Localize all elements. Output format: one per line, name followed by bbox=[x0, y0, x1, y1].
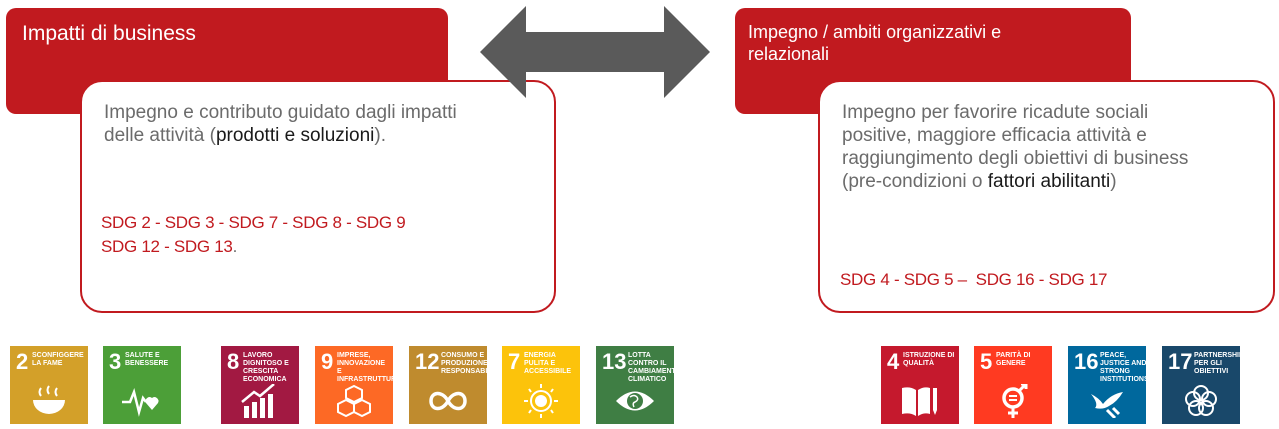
sdg-2-number: 2 bbox=[16, 349, 29, 374]
left-body-bold: prodotti e soluzioni bbox=[215, 125, 375, 146]
sdg-12-number: 12 bbox=[415, 349, 440, 374]
sdg-5-number: 5 bbox=[980, 349, 993, 374]
left-sdg-line-2-text: SDG 12 - SDG 13 bbox=[101, 237, 233, 256]
left-body-post: ). bbox=[374, 125, 386, 146]
bowl-icon bbox=[33, 385, 65, 414]
sdg-9-label: Imprese, innovazione e infrastrutture bbox=[337, 352, 393, 383]
left-body-pre: Impegno e contributo guidato dagli impat… bbox=[104, 102, 457, 146]
left-content-box bbox=[80, 80, 556, 313]
sdg-17-label: Partnership per gli obiettivi bbox=[1194, 352, 1240, 375]
right-body-text: Impegno per favorire ricadute sociali po… bbox=[842, 101, 1202, 193]
heartbeat-icon bbox=[122, 387, 159, 417]
sdg-13-number: 13 bbox=[602, 349, 627, 374]
interlocking-rings-icon bbox=[1185, 385, 1217, 416]
right-body-pre: Impegno per favorire ricadute sociali po… bbox=[842, 102, 1189, 192]
sdg-9-tile: 9 Imprese, innovazione e infrastrutture bbox=[315, 346, 393, 424]
sdg-8-label: Lavoro dignitoso e crescita economica bbox=[243, 352, 289, 383]
left-header-title: Impatti di business bbox=[22, 22, 196, 45]
double-arrow-icon bbox=[480, 6, 710, 98]
sdg-3-tile: 3 Salute e benessere bbox=[103, 346, 181, 424]
sdg-5-tile: 5 Parità di genere bbox=[974, 346, 1052, 424]
sdg-8-tile: 8 Lavoro dignitoso e crescita economica bbox=[221, 346, 299, 424]
sdg-13-label: Lotta contro il cambiamento climatico bbox=[628, 352, 674, 383]
sdg-2-tile: 2 Sconfiggere la fame bbox=[10, 346, 88, 424]
left-sdg-line-2-end: . bbox=[232, 237, 238, 256]
sdg-7-number: 7 bbox=[508, 349, 521, 374]
sdg-5-label: Parità di genere bbox=[996, 352, 1031, 367]
dove-gavel-icon bbox=[1091, 392, 1123, 418]
left-body-text: Impegno e contributo guidato dagli impat… bbox=[104, 101, 464, 147]
sdg-4-label: Istruzione di qualità bbox=[903, 352, 955, 367]
sdg-3-number: 3 bbox=[109, 349, 122, 374]
sdg-13-tile: 13 Lotta contro il cambiamento climatico bbox=[596, 346, 674, 424]
sdg-12-tile: 12 Consumo e produzione responsabili bbox=[409, 346, 487, 424]
sdg-16-number: 16 bbox=[1074, 349, 1099, 374]
right-content-box bbox=[818, 80, 1275, 313]
book-pencil-icon bbox=[902, 387, 937, 416]
sdg-4-number: 4 bbox=[887, 349, 900, 374]
sdg-4-tile: 4 Istruzione di qualità bbox=[881, 346, 959, 424]
sdg-17-tile: 17 Partnership per gli obiettivi bbox=[1162, 346, 1240, 424]
sdg-16-tile: 16 Peace, justice and strong institution… bbox=[1068, 346, 1146, 424]
sdg-7-tile: 7 Energia pulita e accessibile bbox=[502, 346, 580, 424]
sdg-16-label: Peace, justice and strong institutions bbox=[1100, 352, 1146, 383]
sun-icon bbox=[524, 384, 558, 418]
infinity-icon bbox=[429, 391, 467, 411]
right-sdg-line: SDG 4 - SDG 5 – SDG 16 - SDG 17 bbox=[840, 270, 1108, 289]
right-header-title: Impegno / ambiti organizzativi e relazio… bbox=[748, 22, 1002, 64]
sdg-17-number: 17 bbox=[1168, 349, 1193, 374]
sdg-9-number: 9 bbox=[321, 349, 334, 374]
sdg-7-label: Energia pulita e accessibile bbox=[524, 352, 572, 375]
growth-chart-icon bbox=[241, 384, 275, 418]
sdg-2-label: Sconfiggere la fame bbox=[32, 352, 84, 367]
sdg-8-number: 8 bbox=[227, 349, 240, 374]
right-body-post: ) bbox=[1110, 171, 1117, 192]
sdg-12-label: Consumo e produzione responsabili bbox=[441, 352, 487, 375]
sdg-3-label: Salute e benessere bbox=[125, 352, 169, 367]
right-body-bold: fattori abilitanti bbox=[987, 171, 1111, 192]
cubes-icon bbox=[337, 384, 371, 418]
eye-globe-icon bbox=[616, 391, 654, 411]
gender-equality-icon bbox=[1002, 384, 1028, 418]
left-sdg-line-2: SDG 12 - SDG 13. bbox=[101, 235, 237, 259]
left-sdg-line-1: SDG 2 - SDG 3 - SDG 7 - SDG 8 - SDG 9 bbox=[101, 213, 406, 232]
